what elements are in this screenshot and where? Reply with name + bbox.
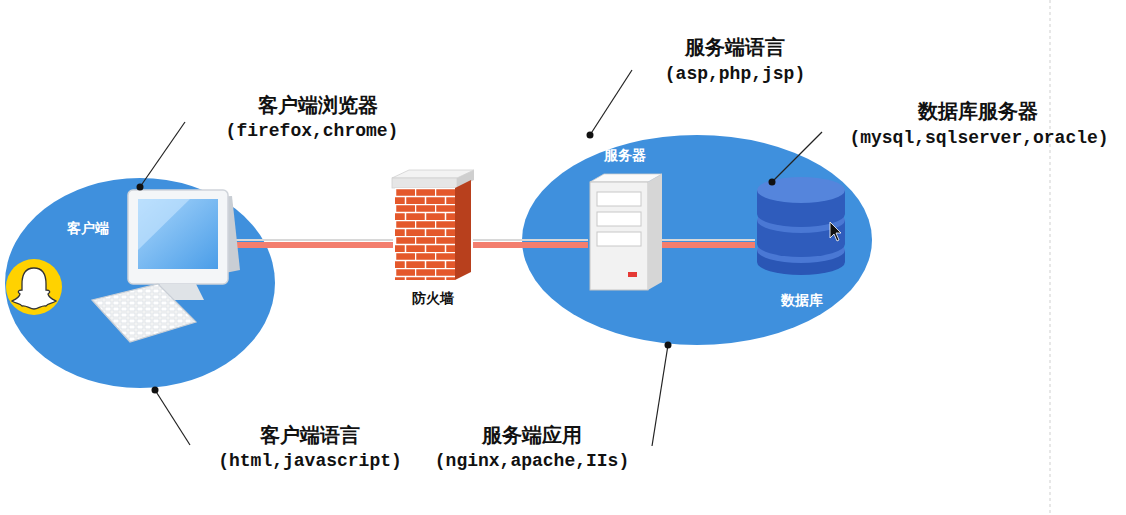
link-highlight (275, 239, 393, 241)
database-icon (757, 177, 845, 275)
leader-line-part (152, 387, 159, 394)
firewall-icon-part (455, 180, 471, 280)
network-link (473, 240, 588, 245)
node-label: 客户端 (67, 220, 109, 238)
computer-icon-part (138, 199, 190, 250)
network-link (275, 240, 393, 245)
callout-title: 客户端语言 (260, 422, 360, 449)
network-link (662, 240, 755, 245)
snapchat-icon (6, 259, 62, 315)
callout-detail: (html,javascript) (218, 451, 402, 471)
link-highlight (662, 239, 755, 241)
leader-line-part (587, 132, 594, 139)
server-icon-part (590, 182, 648, 290)
cursor-icon (830, 222, 841, 241)
leader-line-part (772, 132, 822, 182)
callout-detail: (firefox,chrome) (226, 121, 399, 141)
server-icon (590, 174, 662, 290)
callout-title: 服务端语言 (685, 34, 785, 61)
leader-line-part (137, 184, 144, 191)
link-highlight (473, 239, 588, 241)
callout-detail: (nginx,apache,IIs) (435, 451, 629, 471)
cursor-icon-part (830, 222, 841, 241)
firewall-icon-part (392, 178, 457, 188)
computer-icon-part (92, 284, 196, 342)
server-icon-part (597, 212, 641, 226)
database-icon-part (757, 177, 845, 203)
server-icon-part (648, 174, 662, 290)
link-line (662, 242, 755, 248)
ellipse-shape (5, 178, 275, 388)
callout-title: 服务端应用 (482, 422, 582, 449)
leader-line-part (590, 70, 632, 135)
firewall-icon-part (395, 188, 455, 280)
server-icon-part (628, 272, 637, 277)
snapchat-icon-part (6, 259, 62, 315)
computer-icon-part (128, 190, 228, 284)
callout-title: 数据库服务器 (918, 98, 1038, 125)
callout-detail: (asp,php,jsp) (665, 64, 805, 84)
callout-title: 客户端浏览器 (258, 92, 378, 119)
node-label: 数据库 (781, 292, 823, 310)
computer-icon-part (138, 199, 218, 269)
server-icon-part (597, 192, 641, 206)
callout-detail: (mysql,sqlserver,oracle) (849, 128, 1108, 148)
leader-line-part (140, 122, 185, 187)
link-line (275, 242, 393, 248)
leader-line-part (652, 345, 668, 446)
node-label: 防火墙 (412, 290, 454, 308)
leader-line (137, 70, 823, 446)
leader-line-part (155, 390, 190, 445)
leader-line-part (769, 179, 776, 186)
leader-line-part (665, 342, 672, 349)
snapchat-icon-part (12, 268, 56, 309)
link-line (473, 242, 588, 248)
computer-icon (92, 190, 240, 342)
page-edge-line (1050, 0, 1051, 515)
firewall-icon (392, 170, 474, 280)
node-label: 服务器 (604, 147, 646, 165)
server-icon-part (597, 232, 641, 246)
